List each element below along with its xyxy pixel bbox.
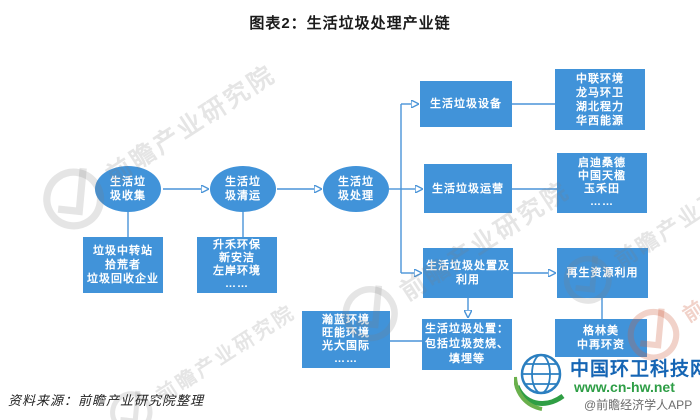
- collection-companies-box: 垃圾中转站拾荒者垃圾回收企业: [83, 237, 163, 293]
- recycling-utilization-box: 再生资源利用: [557, 248, 648, 298]
- globe-leaf-icon: [514, 353, 565, 411]
- disposal-companies-box: 瀚蓝环境旺能环境光大国际……: [302, 311, 390, 368]
- chart-title: 图表2：生活垃圾处理产业链: [249, 15, 451, 32]
- segment-operation-box: 生活垃圾运营: [424, 164, 512, 213]
- site-url: www.cn-hw.net: [574, 379, 675, 395]
- segment-equipment-box: 生活垃圾设备: [420, 81, 512, 127]
- source-note: 资料来源：前瞻产业研究院整理: [8, 393, 205, 408]
- stage-treatment-node: 生活垃圾处理: [323, 166, 389, 212]
- site-name: 中国环卫科技网: [570, 359, 700, 380]
- transport-companies-box: 升禾环保新安洁左岸环境……: [197, 237, 277, 293]
- recycling-companies-box: 格林美中再环资: [555, 319, 647, 357]
- stage-transport-node: 生活垃圾清运: [210, 166, 276, 212]
- operation-companies-box: 启迪桑德中国天楹玉禾田……: [557, 153, 647, 213]
- disposal-methods-note-box: 生活垃圾处置：包括垃圾焚烧、填埋等: [422, 319, 512, 370]
- equipment-companies-box: 中联环境龙马环卫湖北程力华西能源: [555, 69, 645, 130]
- segment-disposal-utilization-box: 生活垃圾处置及利用: [423, 248, 513, 298]
- stage-collection-node: 生活垃圾收集: [95, 166, 161, 212]
- app-credit: @前瞻经济学人APP: [584, 398, 693, 412]
